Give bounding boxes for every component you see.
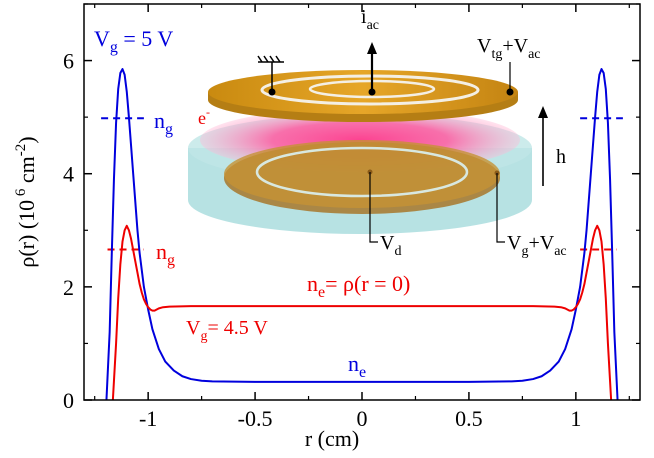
electron-label: e- [198, 105, 210, 128]
y-tick-label: 4 [63, 162, 74, 187]
height-label: h [556, 146, 566, 168]
y-axis-ticks: 0 2 4 6 [63, 3, 640, 413]
series-layer [105, 68, 619, 400]
x-tick-label: -0.5 [238, 406, 273, 431]
ne-red-annotation: ne= ρ(r = 0) [307, 271, 410, 301]
vd-lead [369, 172, 378, 243]
vtg-vac-label: Vtg+Vac [477, 35, 541, 62]
y-tick-label: 6 [63, 49, 74, 74]
y-tick-label: 0 [63, 388, 74, 413]
current-arrow-head [367, 42, 377, 54]
series-line-vg-5v [105, 68, 619, 400]
bottom-electrode-top [224, 140, 500, 208]
x-axis-ticks: -1 -0.5 0 0.5 1 [94, 4, 630, 431]
ground-contact-dot [268, 88, 276, 96]
ng-red-annotation: ng [156, 239, 175, 269]
x-axis-label: r (cm) [305, 426, 359, 451]
x-tick-label: 1 [570, 406, 581, 431]
guard-contact-dot [506, 88, 514, 96]
x-tick-label: -1 [139, 406, 157, 431]
y-axis-label: ρ(r) (10 6 cm-2) [13, 136, 39, 267]
vg-vac-label: Vg+Vac [507, 232, 567, 259]
vd-label: Vd [380, 232, 401, 259]
bottom-electrode-gap [255, 146, 469, 198]
vg-5v-annotation: Vg = 5 V [94, 26, 173, 56]
ground-icon [257, 55, 284, 92]
series-line-vg-4-5v [111, 224, 613, 400]
height-arrow-head [538, 106, 548, 118]
ng-blue-annotation: ng [154, 108, 173, 138]
y-tick-label: 2 [63, 275, 74, 300]
x-tick-label: 0.5 [455, 406, 483, 431]
center-contact-dot [368, 88, 376, 96]
cell-inset-illustration: iac Vtg+Vac e- h Vd Vg+Vac [188, 6, 567, 259]
vg-4-5v-annotation: Vg= 4.5 V [186, 317, 268, 344]
x-tick-label: 0 [357, 406, 368, 431]
vg-lead [496, 173, 505, 243]
ne-blue-annotation: ne [348, 351, 366, 381]
iac-label: iac [361, 6, 379, 33]
top-electrode-gap [260, 74, 480, 106]
reference-lines [101, 117, 623, 251]
